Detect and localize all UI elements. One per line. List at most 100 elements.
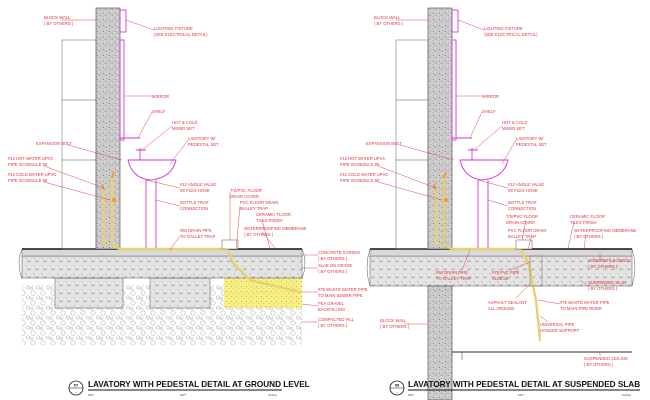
right-label-ceiling-sub: ( BY OTHERS ): [584, 362, 614, 367]
left-label-angle-valve: #12 ANGLE VALVE: [180, 182, 216, 187]
left-detail-sheet: -: [75, 389, 77, 394]
left-label-drain-pipe: #50 DRAIN PIPE: [180, 228, 212, 233]
left-label-gravel-sub: BACKFILLING: [318, 307, 345, 312]
right-detail-sheet: -: [396, 389, 398, 394]
lavatory-icon: [127, 159, 177, 181]
right-label-ceiling: SUSPENDED CEILING: [584, 356, 628, 361]
block-wall-lower: [427, 285, 453, 400]
lavatory-icon-right: [459, 159, 509, 181]
left-label-lavatory: LAVATORY W/: [188, 136, 216, 141]
left-label-waste-pipe-sub: TO MAIN SEWER PIPE: [318, 293, 363, 298]
left-label-lighting-sub: (SEE ELECTRICAL DETAIL): [154, 32, 208, 37]
right-label-angle-valve-sub: W/ FLEX HOSE: [508, 188, 538, 193]
right-label-shelf: SHELF: [482, 109, 496, 114]
right-label-block-wall-sub: ( BY OTHERS ): [374, 21, 404, 26]
right-label-hanger-sub: HANGER SUPPORT: [540, 328, 580, 333]
right-label-drain-trap-sub: BALLEY TRAP: [508, 234, 536, 239]
right-label-suspended-slab: SUSPENDED SLAB: [588, 280, 626, 285]
footing-left: [54, 277, 124, 309]
right-label-sealant: ASPHALT SEALANT: [488, 300, 527, 305]
left-label-slab-sub: ( BY OTHERS ): [318, 269, 348, 274]
wall-finish: [61, 39, 97, 250]
block-wall-right: [427, 7, 453, 250]
right-label-block-wall: BLOCK WALL: [374, 15, 401, 20]
left-label-drain-trap: PVC FLOOR DRAIN: [240, 200, 278, 205]
right-label-drain-trap: PVC FLOOR DRAIN: [508, 228, 546, 233]
right-label-mixer: HOT & COLD: [502, 120, 528, 125]
left-label-shelf: SHELF: [152, 109, 166, 114]
left-title-block: 07 - LAVATORY WITH PEDESTAL DETAIL AT GR…: [68, 380, 310, 397]
left-label-compacted: COMPACTED FILL: [318, 317, 355, 322]
right-label-ceramic: CERAMIC FLOOR: [570, 214, 605, 219]
right-label-waste-pipe: #75 WASTE WATER PIPE: [560, 300, 610, 305]
right-label-waste-pipe-sub: TO MAIN PIPE RISER: [560, 306, 602, 311]
left-label-bottle-trap-sub: CONNECTION: [180, 206, 208, 211]
right-detail-title: LAVATORY WITH PEDESTAL DETAIL AT SUSPEND…: [408, 380, 640, 389]
right-label-screed: CONCRETE SCREED: [588, 258, 630, 263]
right-label-drain-cover-sub: DRAIN COVER: [506, 220, 535, 225]
left-label-ceramic: CERAMIC FLOOR: [256, 212, 291, 217]
left-detail: [18, 7, 306, 345]
left-label-waterproofing-sub: ( BY OTHERS ): [244, 232, 274, 237]
left-detail-title: LAVATORY WITH PEDESTAL DETAIL AT GROUND …: [88, 380, 310, 389]
right-label-lavatory-sub: PEDESTAL SET: [516, 142, 547, 147]
right-label-bottle-trap-sub: CONNECTION: [508, 206, 536, 211]
left-label-hot-water: #12 HOT WATER UPVC: [8, 156, 54, 161]
wall-finish-right: [395, 39, 429, 250]
left-detail-number: 07: [74, 383, 79, 388]
left-label-compacted-sub: ( BY OTHERS ): [318, 323, 348, 328]
right-label-lighting: LIGHTING FIXTURE: [484, 26, 523, 31]
mirror-icon: [119, 39, 125, 141]
block-wall: [95, 7, 121, 250]
footing-right: [149, 277, 211, 309]
right-label-drain-pipe: #50 DRAIN PIPE: [436, 270, 468, 275]
right-label-sealant-sub: ALL AROUND: [488, 306, 514, 311]
right-label-cold-water-sub: PIPE SCHEDULE 80: [340, 178, 380, 183]
left-label-drain-cover-sub: DRAIN COVER: [230, 194, 259, 199]
left-label-lighting: LIGHTING FIXTURE: [154, 26, 193, 31]
left-label-mirror: MIRROR: [152, 94, 169, 99]
right-label-screed-sub: ( BY OTHERS ): [588, 264, 618, 269]
right-title-block: 08 - LAVATORY WITH PEDESTAL DETAIL AT SU…: [389, 380, 640, 397]
left-label-screed-sub: ( BY OTHERS ): [318, 256, 348, 261]
left-label-cold-water-sub: PIPE SCHEDULE 80: [8, 178, 48, 183]
right-label-lighting-sub: (SEE ELECTRICAL DETAIL): [484, 32, 538, 37]
left-label-cold-water: #12 COLD WATER UPVC: [8, 172, 56, 177]
right-label-sleeve: #75 PVC PIPE: [492, 270, 520, 275]
right-detail-number: 08: [395, 383, 400, 388]
left-label-bottle-trap: BOTTLE TRAP: [180, 200, 209, 205]
left-label-mixer-sub: MIXER SET: [172, 126, 195, 131]
left-label-mixer: HOT & COLD: [172, 120, 198, 125]
left-label-hot-water-sub: PIPE SCHEDULE 80: [8, 162, 48, 167]
left-label-gravel: PEA GRAVEL: [318, 301, 345, 306]
lighting-fixture-icon: [119, 9, 127, 33]
mirror-icon-right: [451, 39, 457, 141]
right-label-drain-pipe-sub: TO GALLEY TRAP: [436, 276, 472, 281]
left-label-expansion-bolt: EXPANSION BOLT: [36, 141, 72, 146]
left-label-drain-trap-sub: BALLEY TRAP: [240, 206, 268, 211]
left-scale-label-3: SCALE: [268, 393, 277, 397]
right-label-block-wall-lower: BLOCK WALL: [380, 318, 407, 323]
left-scale-label-2: DWT: [180, 393, 186, 397]
right-label-hot-water: #12 HOT WATER UPVC: [340, 156, 386, 161]
right-label-mixer-sub: MIXER SET: [502, 126, 525, 131]
left-label-lavatory-sub: PEDESTAL SET: [188, 142, 219, 147]
left-label-block-wall: BLOCK WALL: [44, 15, 71, 20]
left-label-slab: SLAB ON GRADE: [318, 263, 352, 268]
right-label-suspended-slab-sub: ( BY OTHERS ): [588, 286, 618, 291]
right-label-hanger: UNIVERSAL PIPE: [540, 322, 574, 327]
left-label-drain-pipe-sub: TO GALLEY TRAP: [180, 234, 216, 239]
lighting-fixture-icon-right: [451, 9, 459, 33]
right-label-waterproofing-sub: ( BY OTHERS ): [574, 234, 604, 239]
left-labels: BLOCK WALL ( BY OTHERS ) LIGHTING FIXTUR…: [8, 15, 368, 328]
right-label-cold-water: #12 COLD WATER UPVC: [340, 172, 388, 177]
left-label-angle-valve-sub: W/ FLEX HOSE: [180, 188, 210, 193]
left-label-screed: CONCRETE SCREED: [318, 250, 360, 255]
slab-on-grade: [21, 255, 303, 279]
right-label-block-wall-lower-sub: ( BY OTHERS ): [380, 324, 410, 329]
left-label-block-wall-sub: ( BY OTHERS ): [44, 21, 74, 26]
right-label-waterproofing: WATERPROOFING MEMBRANE: [574, 228, 637, 233]
right-scale-label-2: DWT: [518, 393, 524, 397]
left-label-ceramic-sub: TILES FINISH: [256, 218, 283, 223]
